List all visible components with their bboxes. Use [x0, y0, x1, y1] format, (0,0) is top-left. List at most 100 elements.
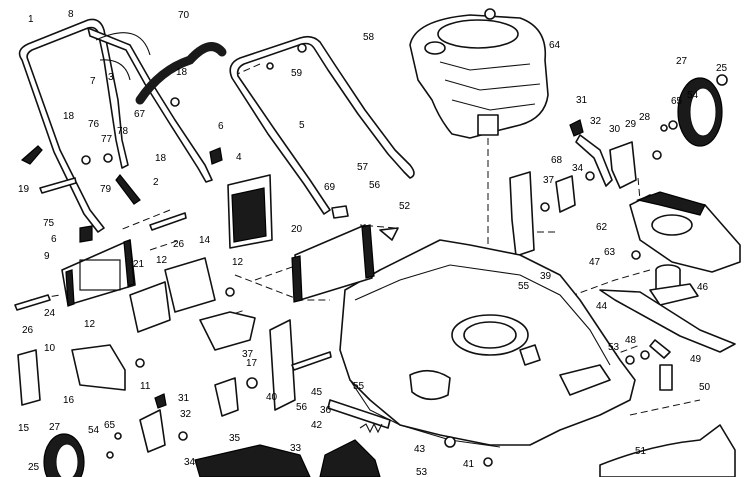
callout-c-28: 28: [639, 112, 651, 123]
spring-42: [359, 422, 383, 434]
callout-c-18: 18: [176, 67, 188, 78]
engine: [409, 8, 549, 139]
callout-c-79: 79: [100, 184, 112, 195]
bracket-40: [269, 319, 296, 411]
callout-c-35: 35: [229, 433, 241, 444]
height-adjuster-right: [569, 119, 662, 189]
callout-c-36: 36: [320, 405, 332, 416]
blade-bolts: [625, 339, 673, 391]
callout-c-24: 24: [44, 308, 56, 319]
part-6: [209, 147, 223, 165]
callout-c-49: 49: [690, 354, 702, 365]
bracket-35: [214, 377, 239, 417]
callout-c-32: 32: [590, 116, 602, 127]
callout-c-65: 65: [104, 420, 116, 431]
callout-c-7: 7: [90, 76, 96, 87]
callout-c-18: 18: [155, 153, 167, 164]
callout-c-30: 30: [609, 124, 621, 135]
callout-c-57: 57: [357, 162, 369, 173]
callout-c-12: 12: [84, 319, 96, 330]
bracket-39: [509, 171, 535, 257]
callout-c-65: 65: [671, 96, 683, 107]
callout-c-48: 48: [625, 335, 637, 346]
callout-c-6: 6: [218, 121, 224, 132]
callout-c-3: 3: [108, 72, 114, 83]
callout-c-10: 10: [44, 343, 56, 354]
height-adjuster-left: [106, 393, 188, 459]
callout-c-21: 21: [133, 259, 145, 270]
callout-c-51: 51: [635, 446, 647, 457]
callout-c-54: 54: [687, 90, 699, 101]
deck: [339, 239, 636, 448]
bracket-10: [17, 349, 41, 406]
callout-c-46: 46: [697, 282, 709, 293]
control-cable: [135, 42, 227, 105]
callout-c-9: 9: [44, 251, 50, 262]
baffle: [629, 191, 741, 273]
chute-17: [199, 311, 256, 351]
callout-c-63: 63: [604, 247, 616, 258]
callout-c-69: 69: [324, 182, 336, 193]
callout-c-5: 5: [299, 120, 305, 131]
discharge-chute: [194, 439, 381, 477]
callout-c-32: 32: [180, 409, 192, 420]
callout-c-47: 47: [589, 257, 601, 268]
callout-c-43: 43: [414, 444, 426, 455]
callout-c-62: 62: [596, 222, 608, 233]
callout-c-12: 12: [156, 255, 168, 266]
callout-c-34: 34: [184, 457, 196, 468]
callout-c-55: 55: [518, 281, 530, 292]
callout-c-6: 6: [51, 234, 57, 245]
callout-c-45: 45: [311, 387, 323, 398]
bracket-68: [555, 175, 576, 213]
callout-c-56: 56: [369, 180, 381, 191]
lower-handle: [229, 35, 415, 215]
callout-c-15: 15: [18, 423, 30, 434]
part-51: [599, 424, 736, 477]
callout-c-2: 2: [153, 177, 159, 188]
callout-c-19: 19: [18, 184, 30, 195]
callout-c-12: 12: [232, 257, 244, 268]
callout-c-25: 25: [716, 63, 728, 74]
callout-c-52: 52: [399, 201, 411, 212]
callout-c-53: 53: [608, 342, 620, 353]
callout-c-11: 11: [140, 381, 151, 392]
rear-flap: [227, 174, 273, 249]
callout-c-39: 39: [540, 271, 552, 282]
callout-c-17: 17: [246, 358, 258, 369]
rear-wheel-right: [660, 74, 728, 147]
callout-c-70: 70: [178, 10, 190, 21]
callout-c-4: 4: [236, 152, 242, 163]
upper-handle: [18, 18, 213, 233]
callout-c-42: 42: [311, 420, 323, 431]
axle: [327, 399, 391, 429]
callout-c-26: 26: [173, 239, 185, 250]
callout-c-16: 16: [63, 395, 75, 406]
callout-c-55: 55: [353, 381, 365, 392]
callout-c-53: 53: [416, 467, 428, 477]
callout-c-54: 54: [88, 425, 100, 436]
callout-c-75: 75: [43, 218, 55, 229]
blade: [599, 289, 736, 353]
callout-c-33: 33: [290, 443, 302, 454]
callout-c-37: 37: [543, 175, 555, 186]
callout-c-40: 40: [266, 392, 278, 403]
callout-c-77: 77: [101, 134, 113, 145]
rear-door: [291, 224, 375, 303]
callout-c-44: 44: [596, 301, 608, 312]
part-52: [379, 227, 399, 241]
part-79: [115, 174, 141, 205]
callout-c-50: 50: [699, 382, 711, 393]
callout-c-67: 67: [134, 109, 146, 120]
callout-c-41: 41: [463, 459, 475, 470]
part-69: [331, 205, 349, 219]
callout-c-8: 8: [68, 9, 74, 20]
callout-c-78: 78: [117, 126, 129, 137]
callout-c-18: 18: [63, 111, 75, 122]
callout-c-25: 25: [28, 462, 40, 473]
callout-c-64: 64: [549, 40, 561, 51]
cable-wire: [95, 32, 151, 81]
callout-c-14: 14: [199, 235, 211, 246]
callout-c-76: 76: [88, 119, 100, 130]
